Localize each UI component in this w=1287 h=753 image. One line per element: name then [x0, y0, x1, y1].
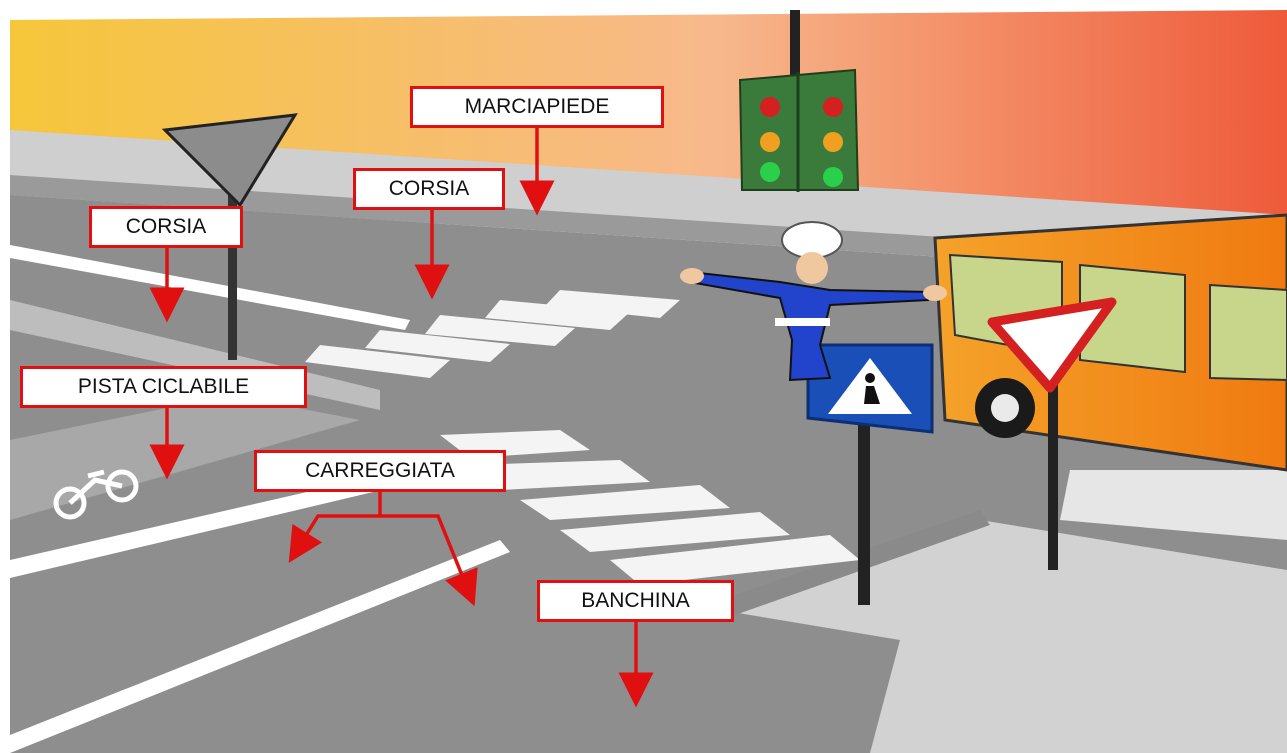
label-corsia-left: CORSIA — [89, 206, 243, 248]
label-marciapiede: MARCIAPIEDE — [410, 86, 664, 128]
bus — [935, 215, 1287, 470]
traffic-light-cable — [790, 10, 800, 80]
label-corsia-right: CORSIA — [353, 168, 505, 210]
traffic-light — [740, 70, 858, 192]
label-banchina: BANCHINA — [537, 580, 734, 622]
pedestrian-crossing-sign-icon — [808, 345, 932, 432]
sign-pole — [1048, 380, 1058, 570]
label-pista-ciclabile: PISTA CICLABILE — [20, 366, 307, 408]
label-carreggiata: CARREGGIATA — [254, 450, 506, 492]
sign-pole — [858, 420, 870, 605]
